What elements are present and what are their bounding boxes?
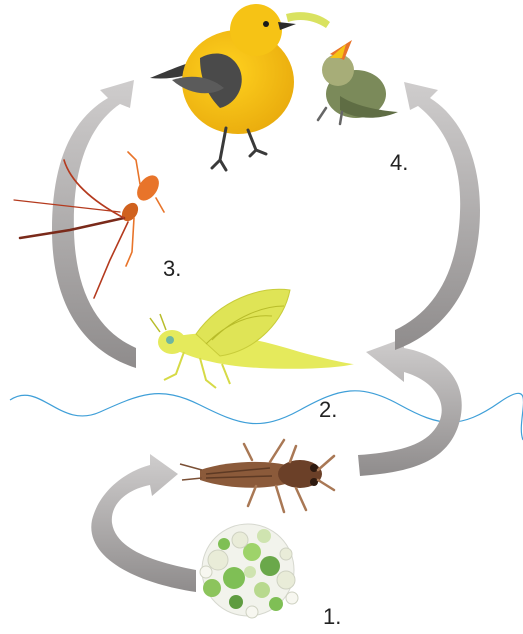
arrow-nymph-to-mayfly: [358, 338, 462, 476]
warbler-bird-icon: [150, 4, 330, 170]
arrow-mayfly-to-bird-right: [395, 82, 480, 350]
stage-label-1: 1.: [323, 606, 341, 628]
arrow-algae-to-nymph: [91, 454, 196, 592]
nymph-icon: [180, 440, 334, 512]
chick-bird-icon: [318, 40, 398, 124]
algae-cluster-icon: [200, 524, 298, 618]
stage-label-2: 2.: [319, 399, 337, 421]
stage-label-4: 4.: [390, 152, 408, 174]
mayfly-icon: [150, 289, 354, 388]
stage-label-3: 3.: [163, 258, 181, 280]
spider-icon: [14, 152, 164, 298]
